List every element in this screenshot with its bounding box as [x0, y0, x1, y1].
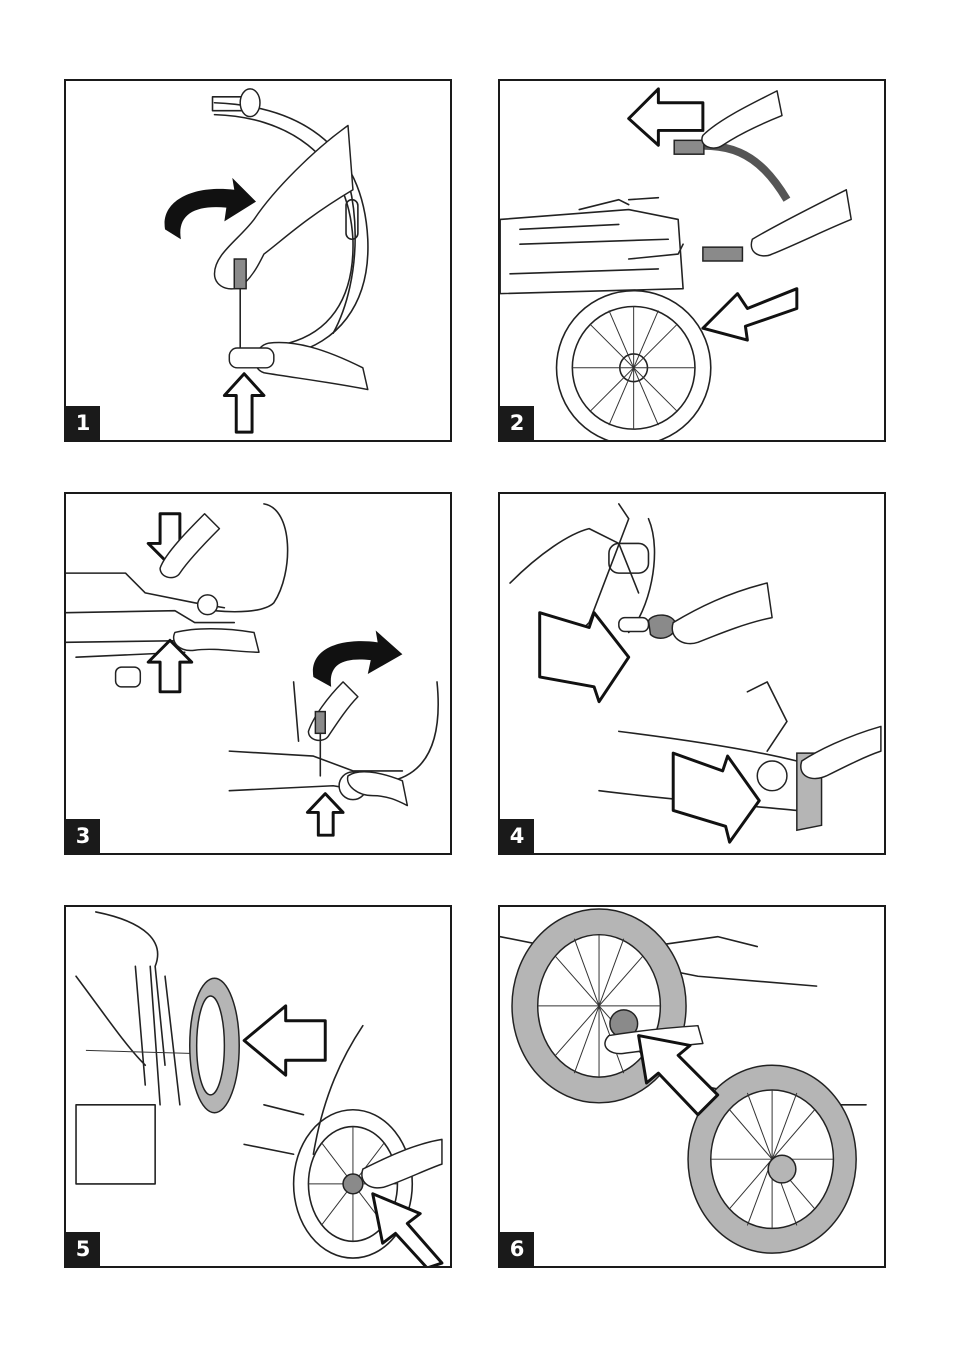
- step-4-illustration: [500, 494, 884, 853]
- step-number-3: 3: [66, 819, 100, 853]
- instruction-panel-4: 4: [498, 492, 886, 855]
- step-number-6: 6: [500, 1232, 534, 1266]
- instruction-panel-3: 3: [64, 492, 452, 855]
- step-number-4: 4: [500, 819, 534, 853]
- instruction-panel-1: 1: [64, 79, 452, 442]
- instruction-panel-2: 2: [498, 79, 886, 442]
- instruction-panel-5: 5: [64, 905, 452, 1268]
- instruction-panel-6: 6: [498, 905, 886, 1268]
- step-5-illustration: [66, 907, 450, 1266]
- step-1-illustration: [66, 81, 450, 440]
- step-number-1: 1: [66, 406, 100, 440]
- step-number-2: 2: [500, 406, 534, 440]
- step-6-illustration: [500, 907, 884, 1266]
- step-3-illustration: [66, 494, 450, 853]
- step-number-5: 5: [66, 1232, 100, 1266]
- step-2-illustration: [500, 81, 884, 440]
